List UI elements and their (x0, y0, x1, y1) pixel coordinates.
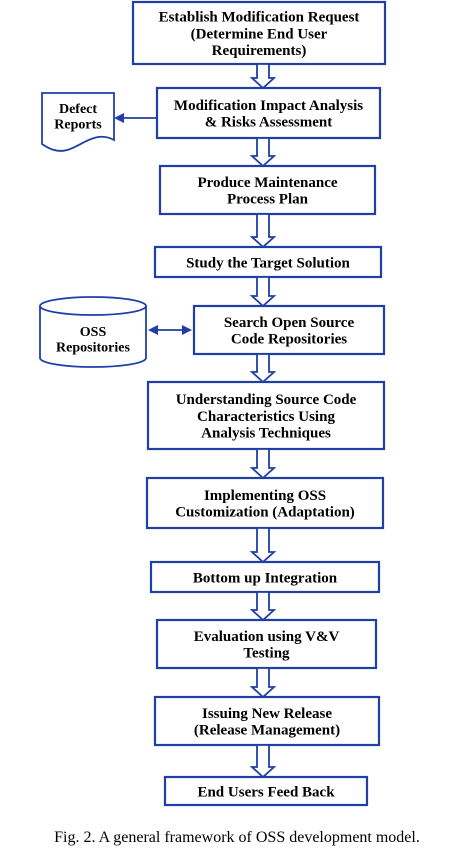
process-box-feedback: End Users Feed Back (163, 775, 369, 807)
process-box-border (153, 245, 383, 279)
flow-arrow-3 (249, 213, 277, 249)
flow-arrow-2 (249, 137, 277, 168)
flow-arrow-10 (249, 744, 277, 779)
process-box-border (155, 86, 382, 140)
defect-line: Defect (59, 102, 97, 117)
figure-caption: Fig. 2. A general framework of OSS devel… (54, 829, 420, 846)
process-box-release-line: Issuing New Release (202, 706, 332, 722)
process-box-plan-line: Process Plan (227, 192, 309, 208)
flow-arrow-6 (249, 448, 277, 480)
cylinder-body (39, 306, 147, 368)
flow-arrow-5 (249, 353, 277, 384)
process-box-implement-line: Customization (Adaptation) (175, 505, 355, 521)
process-box-border (192, 304, 386, 356)
process-box-feedback-line: End Users Feed Back (197, 784, 335, 800)
process-box-border (146, 380, 386, 451)
process-box-impact-line: Modification Impact Analysis (174, 98, 363, 114)
flow-arrow-1 (249, 63, 277, 90)
process-box-establish-line: Establish Modification Request (159, 9, 360, 25)
process-box-border (163, 775, 369, 807)
process-box-integration: Bottom up Integration (149, 560, 381, 594)
flow-arrow-9 (249, 667, 277, 699)
cylinder-top (39, 296, 147, 316)
document-shape (41, 92, 115, 152)
process-box-impact: Modification Impact Analysis& Risks Asse… (155, 86, 382, 140)
process-box-border (153, 695, 381, 747)
oss-line: Repositories (56, 341, 130, 356)
process-box-implement-line: Implementing OSS (204, 488, 326, 504)
process-box-understand-line: Understanding Source Code (176, 392, 357, 408)
flowchart-diagram: Establish Modification Request(Determine… (39, 0, 387, 807)
process-box-establish: Establish Modification Request(Determine… (131, 0, 387, 66)
process-box-border (149, 560, 381, 594)
flow-arrow-7 (249, 527, 277, 564)
process-box-establish-line: (Determine End User (191, 26, 328, 42)
flow-arrow-8 (249, 591, 277, 622)
process-box-border (131, 0, 387, 66)
defect-link-arrowhead (114, 113, 124, 123)
process-box-study-line: Study the Target Solution (186, 255, 350, 271)
process-box-understand: Understanding Source CodeCharacteristics… (146, 380, 386, 451)
oss-link-arrowhead-right (182, 325, 192, 335)
oss-link-arrowhead-left (148, 325, 158, 335)
process-box-impact-line: & Risks Assessment (205, 115, 333, 131)
process-box-search-line: Search Open Source (224, 315, 355, 331)
process-box-search-line: Code Repositories (231, 332, 347, 348)
process-box-evaluation-line: Testing (243, 646, 290, 662)
oss-line: OSS (80, 325, 107, 340)
process-box-understand-line: Analysis Techniques (201, 426, 331, 442)
process-box-plan-line: Produce Maintenance (197, 175, 337, 191)
process-box-establish-line: Requirements) (212, 43, 307, 59)
process-box-evaluation-line: Evaluation using V&V (194, 629, 340, 645)
process-box-integration-line: Bottom up Integration (193, 570, 338, 586)
process-box-understand-line: Characteristics Using (197, 409, 335, 425)
process-box-release: Issuing New Release(Release Management) (153, 695, 381, 747)
defect-line: Reports (54, 118, 102, 133)
process-box-release-line: (Release Management) (194, 723, 340, 739)
process-box-study: Study the Target Solution (153, 245, 383, 279)
flow-arrow-4 (249, 276, 277, 308)
